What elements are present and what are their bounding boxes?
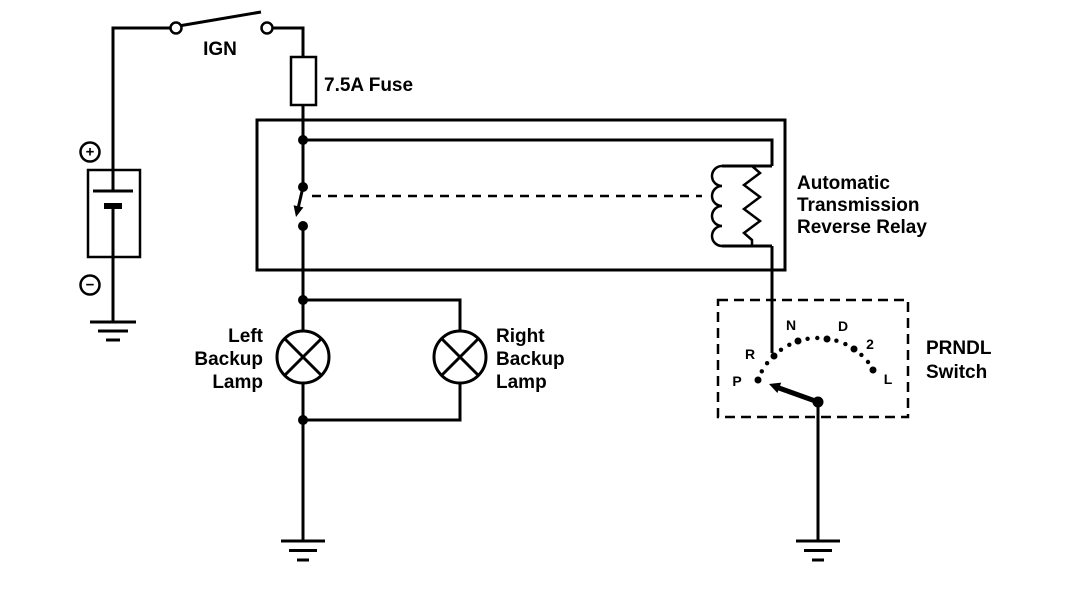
prndl-label-line2: Switch xyxy=(926,362,987,383)
arc-dot xyxy=(834,338,839,343)
prndl-position-L: L xyxy=(884,371,893,387)
prndl-position-D: D xyxy=(838,318,848,334)
arc-dot xyxy=(805,336,810,341)
arc-dot xyxy=(778,347,784,352)
right-lamp-cross xyxy=(440,337,480,377)
junction-dot xyxy=(298,135,308,145)
battery-minus-icon xyxy=(79,274,101,296)
fuse: 7.5A Fuse xyxy=(289,55,413,107)
ignition-terminal-right xyxy=(260,21,274,35)
prndl-position-2: 2 xyxy=(866,336,874,352)
prndl-contact-L xyxy=(869,366,877,374)
wire-junction-to-coil xyxy=(303,138,774,166)
ground-bars xyxy=(281,539,325,562)
arc-dot xyxy=(843,341,848,347)
relay-box xyxy=(255,118,787,272)
relay-label-line1: Automatic xyxy=(797,173,890,194)
relay-label-line3: Reverse Relay xyxy=(797,217,927,238)
wire-ignition-to-fuse xyxy=(273,26,305,57)
relay-contact-bottom-dot xyxy=(298,221,308,231)
arc-dot xyxy=(865,359,871,365)
wire-branch-to-right-lamp xyxy=(303,298,462,331)
reverse-relay: Automatic Transmission Reverse Relay xyxy=(255,118,927,272)
prndl-position-P: P xyxy=(732,373,741,389)
prndl-position-N: N xyxy=(786,317,796,333)
battery: + − xyxy=(79,141,142,296)
ignition-label: IGN xyxy=(203,39,237,60)
ground-bars xyxy=(796,539,840,562)
relay-blade-arrow-icon xyxy=(293,205,304,217)
prndl-box xyxy=(716,298,910,419)
battery-plus-sign: + xyxy=(86,144,95,161)
fuse-label: 7.5A Fuse xyxy=(324,75,413,96)
ignition-terminal-left xyxy=(169,21,183,35)
left-lamp-label-line3: Lamp xyxy=(212,372,263,393)
left-lamp-icon xyxy=(275,329,331,385)
wires xyxy=(111,26,820,541)
prndl-arm-arrow-icon xyxy=(769,382,782,393)
right-lamp-label-line3: Lamp xyxy=(496,372,547,393)
right-lamp-label-line2: Backup xyxy=(496,349,565,370)
ground-bars xyxy=(90,320,136,342)
relay-coil xyxy=(710,164,723,248)
arc-dot xyxy=(759,369,764,374)
right-lamp-label-line1: Right xyxy=(496,326,545,347)
arc-dot xyxy=(815,335,820,341)
prndl-contact-R xyxy=(770,352,778,360)
prndl-contact-N xyxy=(794,337,802,345)
backup-lamps: Left Backup Lamp Right Backup Lamp xyxy=(194,295,565,425)
relay-label-line2: Transmission xyxy=(797,195,920,216)
prndl-label-line1: PRNDL xyxy=(926,338,992,359)
ground-prndl-icon xyxy=(796,539,840,562)
wire-right-lamp-to-junction xyxy=(303,383,462,422)
prndl-position-R: R xyxy=(745,346,755,362)
right-backup-lamp: Right Backup Lamp xyxy=(432,326,565,393)
left-lamp-cross xyxy=(283,337,323,377)
prndl-pivot-dot xyxy=(812,396,824,408)
battery-minus-sign: − xyxy=(86,277,95,294)
left-lamp-label-line2: Backup xyxy=(194,349,263,370)
junction-dot xyxy=(298,295,308,305)
relay-resistor xyxy=(741,165,763,246)
prndl-switch: P R N D 2 L PRNDL Switch xyxy=(716,298,992,419)
relay-contact-top-dot xyxy=(298,182,308,192)
fuse-body xyxy=(289,55,318,107)
arc-dot xyxy=(764,361,770,366)
ground-battery-icon xyxy=(90,320,136,342)
left-lamp-label-line1: Left xyxy=(228,326,264,347)
arc-dot xyxy=(859,352,864,358)
prndl-contact-P xyxy=(754,376,762,384)
junction-dot xyxy=(298,415,308,425)
arc-dot xyxy=(787,342,792,347)
ignition-switch: IGN xyxy=(169,10,274,60)
ground-lamps-icon xyxy=(281,539,325,562)
wire-coil-rails xyxy=(722,164,772,248)
prndl-contact-D xyxy=(823,335,831,343)
wire-battery-to-ignition xyxy=(111,26,170,170)
prndl-selector-arm xyxy=(778,385,819,405)
right-lamp-icon xyxy=(432,329,488,385)
battery-plus-icon xyxy=(79,141,101,163)
prndl-contact-2 xyxy=(850,345,858,353)
ignition-switch-blade xyxy=(181,10,262,27)
left-backup-lamp: Left Backup Lamp xyxy=(194,326,331,393)
